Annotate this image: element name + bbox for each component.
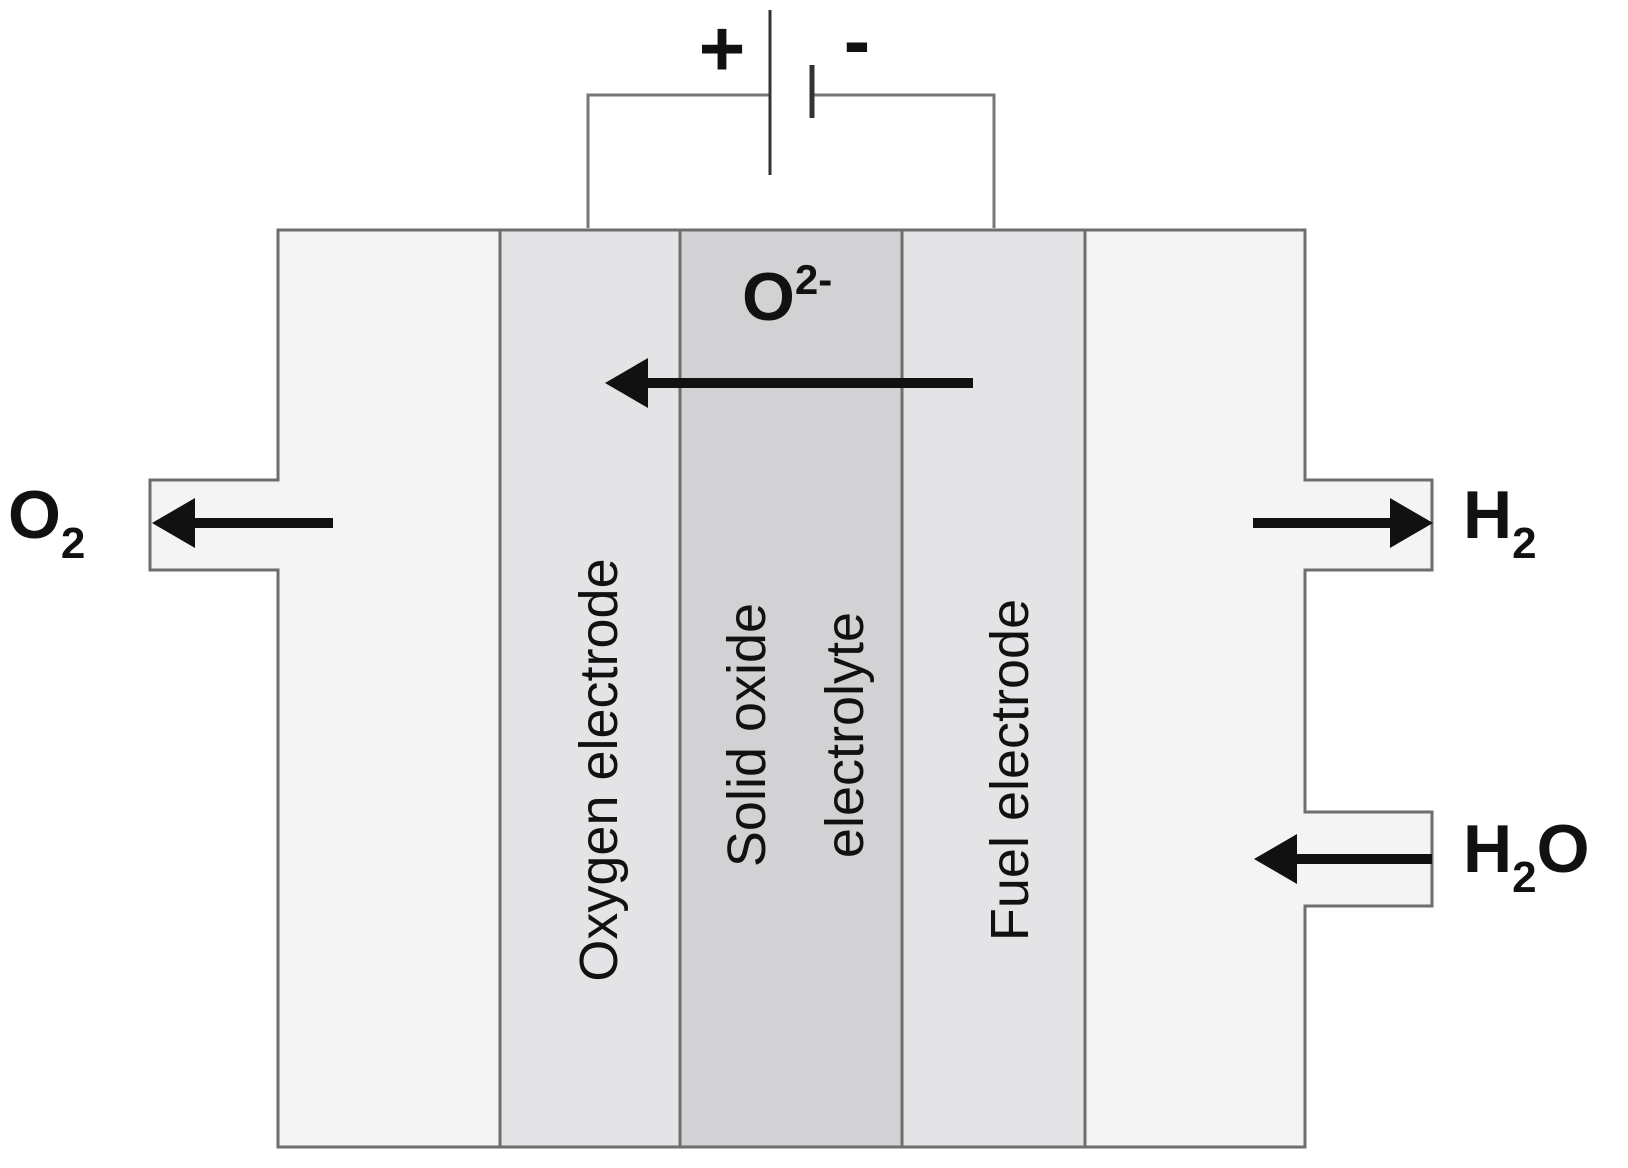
h2o-label-base: H — [1463, 811, 1512, 887]
fuel-electrode-label: Fuel electrode — [980, 599, 1040, 941]
oxide-ion-arrowhead — [605, 358, 648, 408]
h2-label: H2 — [1463, 477, 1537, 568]
oxygen-electrode-label: Oxygen electrode — [569, 558, 629, 981]
circuit-wire-left — [586, 93, 770, 228]
oxide-ion-base: O — [742, 259, 795, 335]
h2o-inlet-arrowhead — [1254, 834, 1297, 884]
h2-label-base: H — [1463, 477, 1512, 553]
o2-label: O2 — [8, 477, 85, 568]
left-chamber-fill — [280, 232, 500, 1145]
battery-negative-sign: - — [844, 0, 871, 85]
o2-outlet-arrowhead — [152, 498, 195, 548]
electrolyte-label-line1: Solid oxide — [717, 603, 777, 867]
h2-outlet-arrowhead — [1390, 498, 1433, 548]
oxide-ion-label: O2- — [742, 256, 832, 335]
h2-label-subscript: 2 — [1512, 519, 1536, 568]
h2o-label: H2O — [1463, 811, 1590, 902]
oxide-ion-charge: 2- — [795, 256, 832, 303]
h2o-label-subscript: 2 — [1512, 853, 1536, 902]
o2-label-base: O — [8, 477, 61, 553]
o2-label-subscript: 2 — [61, 519, 85, 568]
right-chamber-fill — [1085, 232, 1303, 1145]
battery-positive-sign: + — [699, 4, 746, 93]
h2o-label-tail: O — [1537, 811, 1590, 887]
electrolyte-label-line2: electrolyte — [815, 612, 875, 858]
circuit-wire-right — [812, 93, 996, 228]
